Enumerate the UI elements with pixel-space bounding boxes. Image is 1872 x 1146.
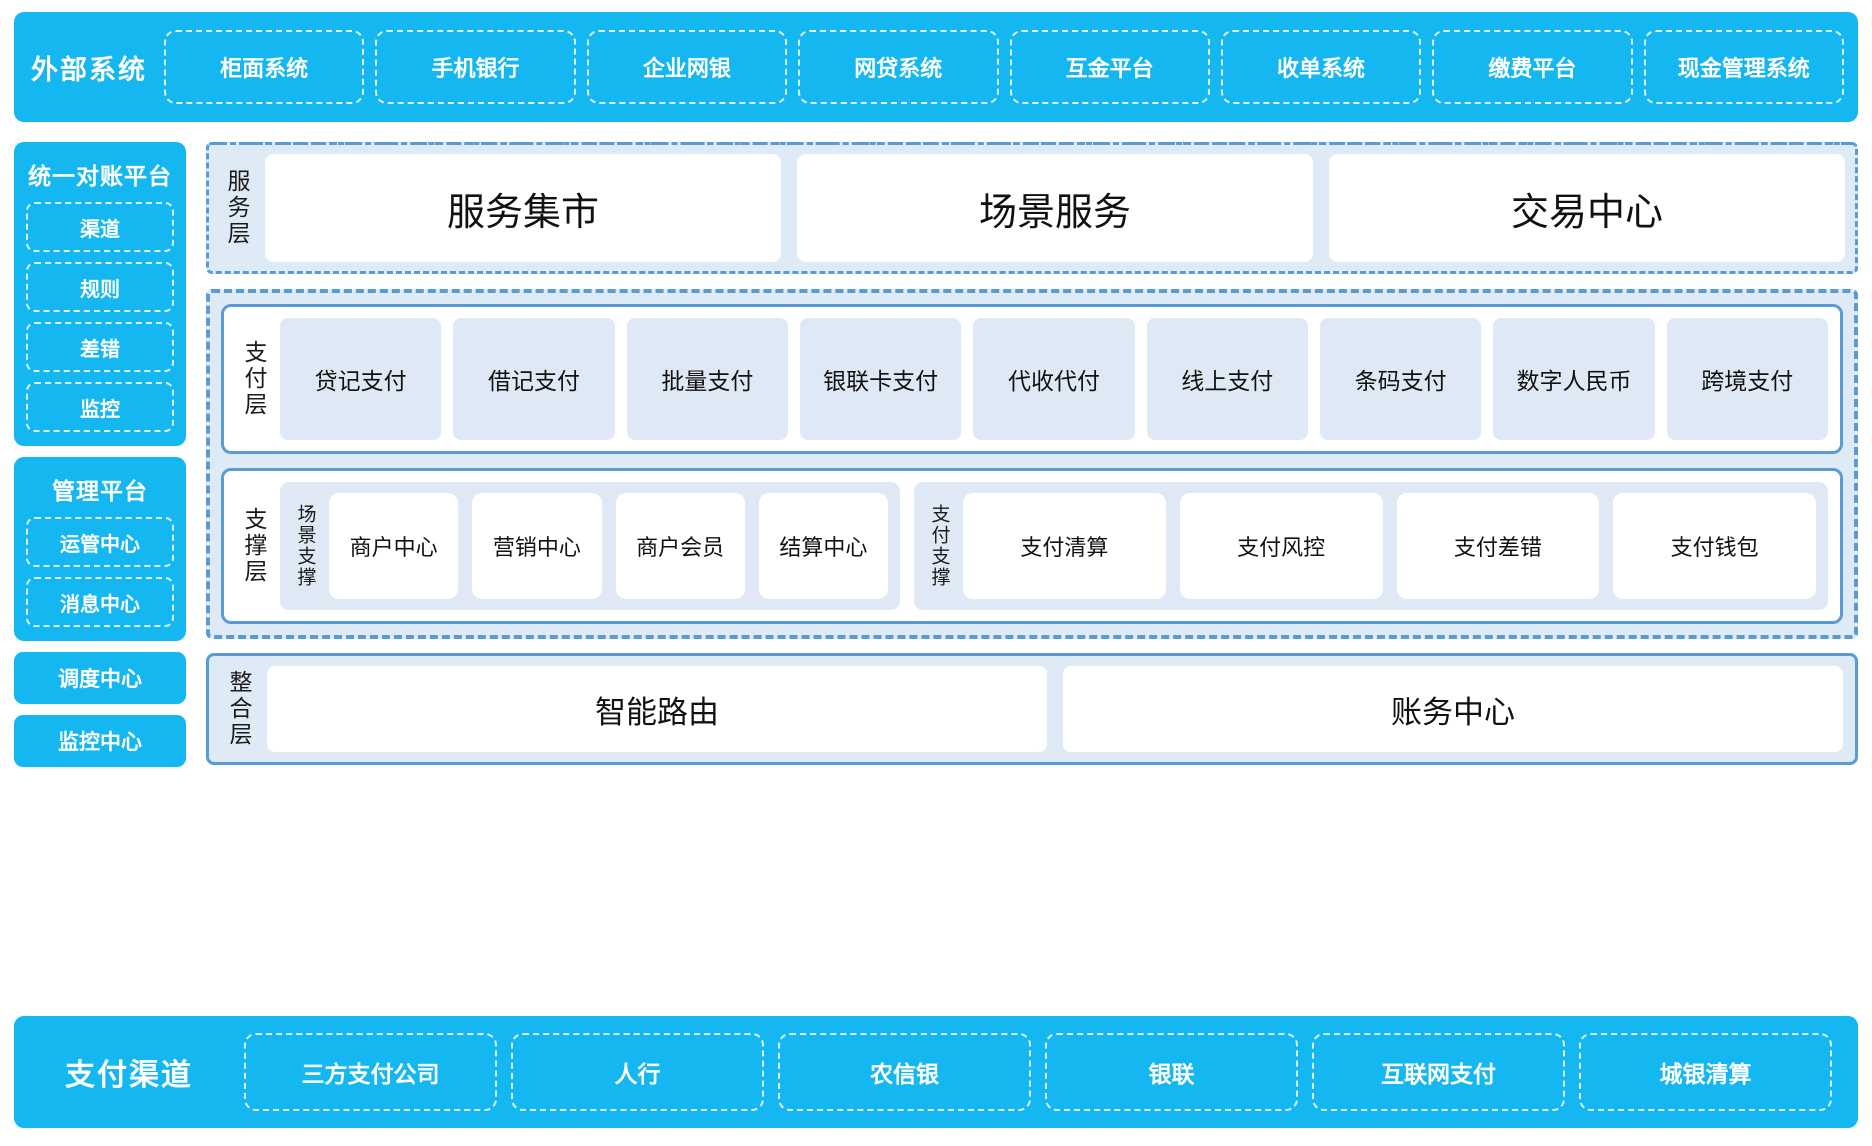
sidebar-block-title: 管理平台	[52, 478, 148, 504]
payment-tile-batch[interactable]: 批量支付	[626, 318, 788, 440]
support-group-tiles: 支付清算 支付风控 支付差错 支付钱包	[963, 493, 1816, 599]
payment-tile-credit[interactable]: 贷记支付	[280, 318, 442, 440]
support-tile-payment-error[interactable]: 支付差错	[1396, 493, 1600, 599]
payment-layer-label: 支付层	[241, 340, 267, 418]
sidebar-item-monitoring-center[interactable]: 监控中心	[14, 715, 186, 767]
support-tile-payment-risk[interactable]: 支付风控	[1179, 493, 1383, 599]
support-tile-payment-clearing[interactable]: 支付清算	[963, 493, 1166, 599]
sidebar-block-management: 管理平台 运管中心 消息中心	[14, 457, 186, 641]
sidebar-block-title: 统一对账平台	[28, 163, 172, 189]
external-system-item[interactable]: 网贷系统	[798, 30, 999, 104]
sidebar-item-monitor[interactable]: 监控	[26, 382, 174, 432]
sidebar-item-operations-center[interactable]: 运管中心	[26, 517, 174, 567]
payment-tile-collection-payment[interactable]: 代收代付	[973, 318, 1135, 440]
support-tile-merchant-center[interactable]: 商户中心	[329, 493, 459, 599]
sidebar-item-rule[interactable]: 规则	[26, 262, 174, 312]
external-system-item[interactable]: 现金管理系统	[1643, 30, 1844, 104]
payment-channel-item[interactable]: 银联	[1045, 1033, 1298, 1111]
support-tile-merchant-member[interactable]: 商户会员	[615, 493, 745, 599]
external-systems-list: 柜面系统 手机银行 企业网银 网贷系统 互金平台 收单系统 缴费平台 现金管理系…	[164, 30, 1844, 104]
service-card-transaction[interactable]: 交易中心	[1329, 154, 1845, 262]
payment-channel-item[interactable]: 人行	[511, 1033, 764, 1111]
service-card-market[interactable]: 服务集市	[265, 154, 781, 262]
payment-tile-online[interactable]: 线上支付	[1146, 318, 1308, 440]
support-layer-box: 支撑层 场景支撑 商户中心 营销中心 商户会员 结算中心 支付支撑	[221, 468, 1843, 624]
external-systems-bar: 外部系统 柜面系统 手机银行 企业网银 网贷系统 互金平台 收单系统 缴费平台 …	[14, 12, 1858, 122]
support-group-label: 支付支撑	[928, 504, 950, 588]
external-system-item[interactable]: 收单系统	[1220, 30, 1422, 104]
main-column: 服务层 服务集市 场景服务 交易中心 支付层 贷记支付 借记支付 批量支付 银联…	[206, 142, 1858, 765]
left-sidebar: 统一对账平台 渠道 规则 差错 监控 管理平台 运管中心 消息中心 调度中心 监…	[14, 142, 186, 778]
support-group-tiles: 商户中心 营销中心 商户会员 结算中心	[329, 493, 888, 599]
external-system-item[interactable]: 互金平台	[1009, 30, 1210, 104]
service-layer-label: 服务层	[224, 169, 250, 247]
support-tile-payment-wallet[interactable]: 支付钱包	[1613, 493, 1816, 599]
integration-card-smart-routing[interactable]: 智能路由	[267, 666, 1047, 752]
support-group-scenario: 场景支撑 商户中心 营销中心 商户会员 结算中心	[280, 482, 900, 610]
integration-layer-box: 整合层 智能路由 账务中心	[206, 653, 1858, 765]
service-layer-container: 服务层 服务集市 场景服务 交易中心	[206, 142, 1858, 274]
support-group-payment: 支付支撑 支付清算 支付风控 支付差错 支付钱包	[914, 482, 1828, 610]
sidebar-item-scheduling-center[interactable]: 调度中心	[14, 652, 186, 704]
payment-tile-debit[interactable]: 借记支付	[453, 318, 615, 440]
integration-card-accounting-center[interactable]: 账务中心	[1063, 666, 1843, 752]
service-card-scenario[interactable]: 场景服务	[797, 154, 1313, 262]
payment-tile-barcode[interactable]: 条码支付	[1319, 318, 1482, 440]
sidebar-item-message-center[interactable]: 消息中心	[26, 577, 174, 627]
support-layer-groups: 场景支撑 商户中心 营销中心 商户会员 结算中心 支付支撑 支付清算 支付风控	[280, 482, 1828, 610]
payment-channels-bar: 支付渠道 三方支付公司 人行 农信银 银联 互联网支付 城银清算	[14, 1016, 1858, 1128]
external-system-item[interactable]: 缴费平台	[1432, 30, 1633, 104]
sidebar-item-channel[interactable]: 渠道	[26, 202, 174, 252]
payment-channels-title: 支付渠道	[65, 1059, 193, 1092]
payment-channel-item[interactable]: 农信银	[778, 1033, 1031, 1111]
payment-channel-item[interactable]: 城银清算	[1579, 1033, 1832, 1111]
payment-tile-cross-border[interactable]: 跨境支付	[1666, 318, 1828, 440]
support-tile-settlement-center[interactable]: 结算中心	[758, 493, 888, 599]
payment-layer-tiles: 贷记支付 借记支付 批量支付 银联卡支付 代收代付 线上支付 条码支付 数字人民…	[280, 318, 1828, 440]
payment-layer-box: 支付层 贷记支付 借记支付 批量支付 银联卡支付 代收代付 线上支付 条码支付 …	[221, 304, 1843, 454]
sidebar-block-reconciliation: 统一对账平台 渠道 规则 差错 监控	[14, 142, 186, 446]
payment-channel-item[interactable]: 互联网支付	[1312, 1033, 1565, 1111]
support-group-label: 场景支撑	[294, 504, 316, 588]
payment-support-container: 支付层 贷记支付 借记支付 批量支付 银联卡支付 代收代付 线上支付 条码支付 …	[206, 289, 1858, 639]
support-layer-label: 支撑层	[241, 507, 267, 585]
integration-layer-cards: 智能路由 账务中心	[267, 666, 1843, 752]
payment-channel-item[interactable]: 三方支付公司	[244, 1033, 497, 1111]
support-tile-marketing-center[interactable]: 营销中心	[472, 493, 602, 599]
external-system-item[interactable]: 柜面系统	[164, 30, 365, 104]
external-system-item[interactable]: 企业网银	[586, 30, 788, 104]
payment-tile-digital-rmb[interactable]: 数字人民币	[1493, 318, 1655, 440]
service-layer-cards: 服务集市 场景服务 交易中心	[265, 154, 1845, 262]
payment-channels-list: 三方支付公司 人行 农信银 银联 互联网支付 城银清算	[244, 1033, 1858, 1111]
sidebar-item-error[interactable]: 差错	[26, 322, 174, 372]
payment-tile-unionpay-card[interactable]: 银联卡支付	[799, 318, 962, 440]
external-system-item[interactable]: 手机银行	[375, 30, 576, 104]
integration-layer-label: 整合层	[226, 670, 252, 748]
external-systems-title: 外部系统	[31, 54, 147, 85]
